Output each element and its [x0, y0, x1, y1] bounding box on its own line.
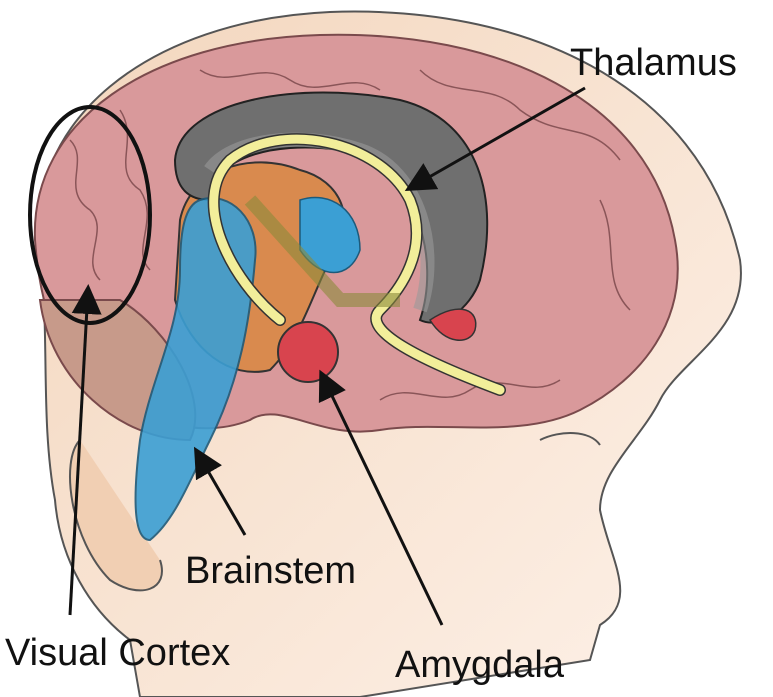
amygdala — [277, 321, 339, 383]
brainstem-arrow — [193, 446, 247, 536]
ear — [69, 439, 163, 592]
brainstem-label: Brainstem — [185, 550, 356, 592]
visual-cortex-ellipse — [28, 105, 152, 325]
brainstem — [134, 197, 257, 542]
gyri — [69, 69, 631, 401]
amygdala-label: Amygdala — [395, 644, 565, 686]
amygdala-arrow — [318, 369, 444, 626]
fornix — [209, 134, 505, 395]
thalamus-label: Thalamus — [570, 42, 737, 84]
visual-cortex-arrow — [68, 284, 102, 616]
thalamus-arrow — [404, 86, 586, 191]
eye — [539, 432, 601, 446]
visual-cortex-label: Visual Cortex — [5, 632, 230, 674]
